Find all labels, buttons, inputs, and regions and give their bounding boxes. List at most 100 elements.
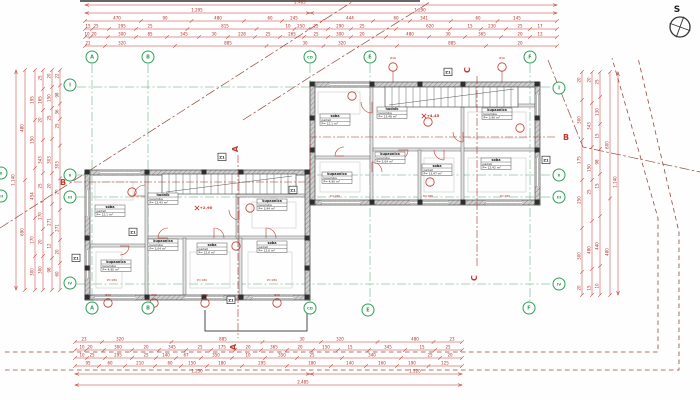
dim-value: 15: [85, 24, 91, 29]
dim-tick: [580, 178, 584, 182]
level-value: +4,45: [427, 113, 440, 118]
axis-bubble-circle: [63, 276, 77, 290]
dim-tick: [408, 19, 412, 23]
dim-tick: [185, 27, 190, 31]
dim-value: 10: [79, 345, 85, 350]
dim-value: 60: [107, 361, 113, 366]
service-circle: [231, 241, 241, 251]
dim-value: 25: [309, 353, 315, 358]
dim-value: 20: [54, 249, 59, 255]
dim-arrow: [74, 383, 80, 387]
dim-value: 90: [162, 16, 168, 21]
section-letter: B: [563, 133, 569, 142]
dim-tick: [41, 68, 45, 72]
dim-tick: [460, 340, 464, 344]
dim-value: 60: [167, 361, 173, 366]
exterior-wall: [304, 169, 311, 301]
pipe-diameter-tag: Ø16: [390, 55, 396, 60]
dim-value: 303: [46, 156, 51, 164]
dim-value: 15: [467, 24, 473, 29]
dim-value: 60: [54, 271, 59, 277]
dim-value: 265: [288, 32, 296, 37]
room-label-box: [100, 259, 132, 272]
dim-value: 10: [285, 24, 291, 29]
axis-bubble-label: IV: [68, 281, 72, 286]
pipe-diameter-tag: Ø16: [202, 292, 208, 297]
axis-bubble: E: [363, 50, 377, 64]
dim-value: 343: [37, 156, 42, 164]
dim-tick: [242, 19, 246, 23]
axis-bubble-circle: [552, 81, 566, 95]
dim-value: 25: [586, 189, 591, 195]
axis-bubble-circle: [303, 301, 317, 315]
dim-value: 95: [85, 361, 91, 366]
structural-column: [534, 81, 540, 87]
dim-tick: [302, 35, 306, 39]
dim-tick: [179, 364, 183, 368]
dim-value: 150: [188, 361, 196, 366]
dim-value: 300: [29, 268, 34, 276]
room-name: soba: [432, 164, 442, 168]
dim-tick: [58, 101, 62, 106]
dim-tick: [253, 35, 257, 39]
axis-bubble: A: [85, 301, 99, 315]
window: [95, 295, 135, 300]
dim-value: 2.485: [297, 380, 309, 385]
dim-value: 150: [46, 94, 51, 102]
axis-bubble: E: [361, 303, 375, 317]
service-circle: [245, 203, 255, 213]
axis-bubble: F: [523, 50, 537, 64]
axis-bubble: III: [0, 189, 8, 203]
dim-value: 320: [338, 41, 346, 46]
dim-value: 340: [368, 353, 376, 358]
room-name: kupaonica: [262, 199, 282, 203]
dim-tick: [165, 35, 169, 39]
dim-arrow: [14, 69, 18, 75]
frame-tag: Z1: [541, 155, 551, 164]
room-label-box: [256, 240, 288, 253]
room-name: soba: [330, 114, 340, 118]
pipe-diameter-tag: Ø16: [499, 55, 505, 60]
dim-value: 20: [517, 41, 523, 46]
dim-value: 20: [245, 345, 251, 350]
window: [535, 95, 540, 121]
window: [486, 200, 522, 205]
dim-tick: [463, 35, 467, 39]
dim-value: 690: [19, 228, 24, 236]
dim-value: 250: [297, 24, 305, 29]
dim-tick: [83, 35, 87, 39]
axis-bubble-circle: [552, 168, 566, 182]
room-floor-finish: keramika: [377, 156, 391, 160]
dim-arrow: [84, 11, 90, 15]
dim-tick: [340, 356, 344, 360]
building-layer: [84, 81, 541, 301]
door-swing-arc: [119, 245, 130, 256]
dim-value: 470: [113, 16, 121, 21]
axis-bubble-circle: [363, 50, 377, 64]
dim-tick: [590, 219, 594, 223]
frame-tag-label: Z1: [130, 230, 136, 235]
dim-value: 303: [54, 161, 59, 169]
structural-column: [534, 147, 540, 153]
level-cross: [421, 113, 427, 119]
pipe-diameter-tag: Ø16: [151, 292, 157, 297]
dim-tick: [73, 340, 77, 344]
dim-tick: [431, 340, 436, 344]
dim-tick: [395, 44, 399, 48]
interior-wall: [235, 193, 307, 198]
room-label-box: [196, 242, 228, 255]
dim-value: 444: [346, 16, 354, 21]
structural-column: [304, 235, 310, 241]
dim-tick: [598, 122, 602, 126]
room-label-box: [319, 113, 351, 126]
dim-value: 130: [594, 108, 599, 116]
service-circle: [425, 177, 435, 187]
dim-tick: [438, 356, 442, 360]
